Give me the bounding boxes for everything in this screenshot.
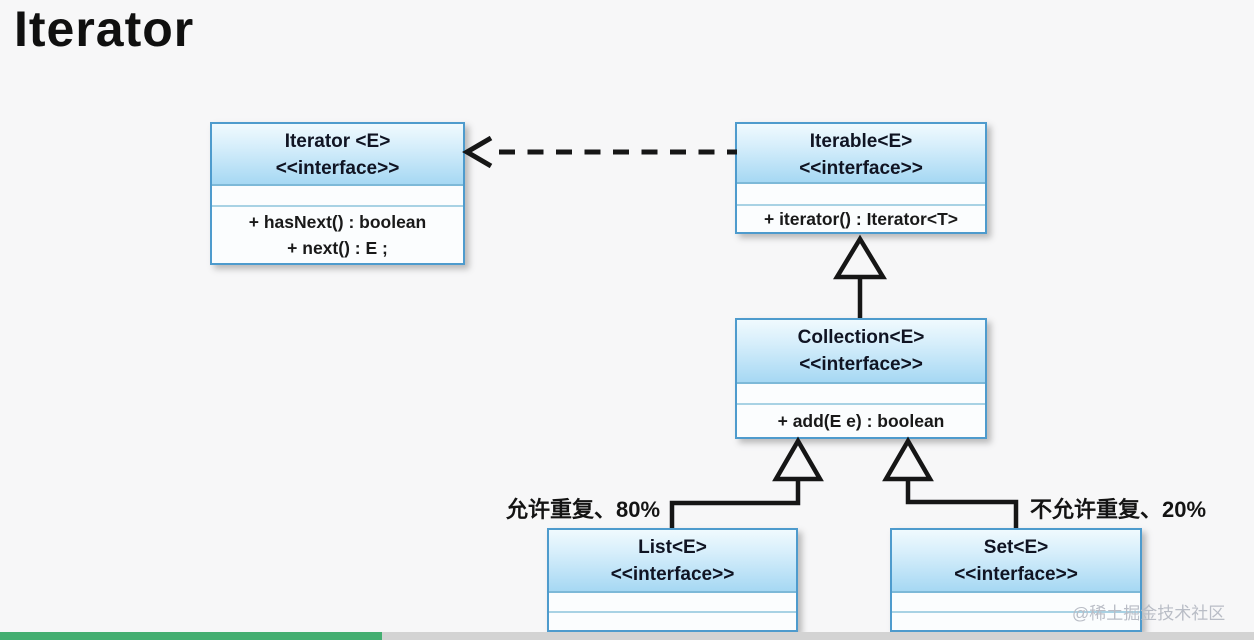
class-name: Collection<E> (797, 327, 925, 348)
attributes-row (737, 184, 985, 206)
generalization-list-to-collection (669, 436, 824, 528)
progress-fill (0, 632, 383, 640)
watermark: @稀土掘金技术社区 (1072, 604, 1226, 623)
generalization-set-to-collection (882, 436, 1019, 528)
class-name: Iterable<E> (809, 131, 913, 152)
method-label: + add(E e) : boolean (777, 411, 945, 431)
class-box-iterator: Iterator <E> <<interface>> + hasNext() :… (210, 122, 465, 265)
class-header: List<E> <<interface>> (549, 530, 796, 593)
class-stereotype: <<interface>> (799, 354, 923, 375)
class-stereotype: <<interface>> (610, 564, 735, 585)
generalization-collection-to-iterable (833, 234, 887, 318)
class-name: Set<E> (983, 537, 1049, 558)
class-box-set: Set<E> <<interface>> (890, 528, 1142, 632)
class-box-iterable: Iterable<E> <<interface>> + iterator() :… (735, 122, 987, 234)
class-name: Iterator <E> (284, 131, 391, 152)
attributes-row (737, 384, 985, 405)
class-stereotype: <<interface>> (799, 158, 923, 179)
hollow-triangle-icon (882, 436, 934, 482)
method-label: + next() : E ; (287, 238, 388, 258)
class-stereotype: <<interface>> (954, 564, 1078, 585)
methods-row: + add(E e) : boolean (737, 405, 985, 437)
method-label: + hasNext() : boolean (248, 212, 427, 232)
methods-row: + iterator() : Iterator<T> (737, 206, 985, 232)
open-arrowhead-icon (462, 135, 493, 169)
video-progress-bar[interactable] (0, 632, 1254, 640)
attributes-row (892, 593, 1140, 613)
class-header: Set<E> <<interface>> (892, 530, 1140, 593)
attributes-row (549, 593, 796, 613)
hollow-triangle-icon (772, 436, 824, 482)
class-name: List<E> (638, 537, 707, 558)
methods-row: + hasNext() : boolean + next() : E ; (212, 207, 463, 263)
annotation-list-allows-duplicates: 允许重复、80% (506, 497, 661, 522)
class-box-list: List<E> <<interface>> (547, 528, 798, 632)
page-title: Iterator (14, 1, 195, 57)
method-label: + iterator() : Iterator<T> (763, 209, 958, 229)
hollow-triangle-icon (833, 234, 887, 280)
methods-row (549, 613, 796, 630)
class-header: Iterator <E> <<interface>> (212, 124, 463, 186)
attributes-row (212, 186, 463, 207)
dependency-arrow-iterable-to-iterator (462, 135, 737, 169)
methods-row (892, 613, 1140, 630)
annotation-set-no-duplicates: 不允许重复、20% (1030, 497, 1207, 522)
class-box-collection: Collection<E> <<interface>> + add(E e) :… (735, 318, 987, 439)
class-header: Iterable<E> <<interface>> (737, 124, 985, 184)
class-stereotype: <<interface>> (275, 158, 400, 179)
class-header: Collection<E> <<interface>> (737, 320, 985, 384)
